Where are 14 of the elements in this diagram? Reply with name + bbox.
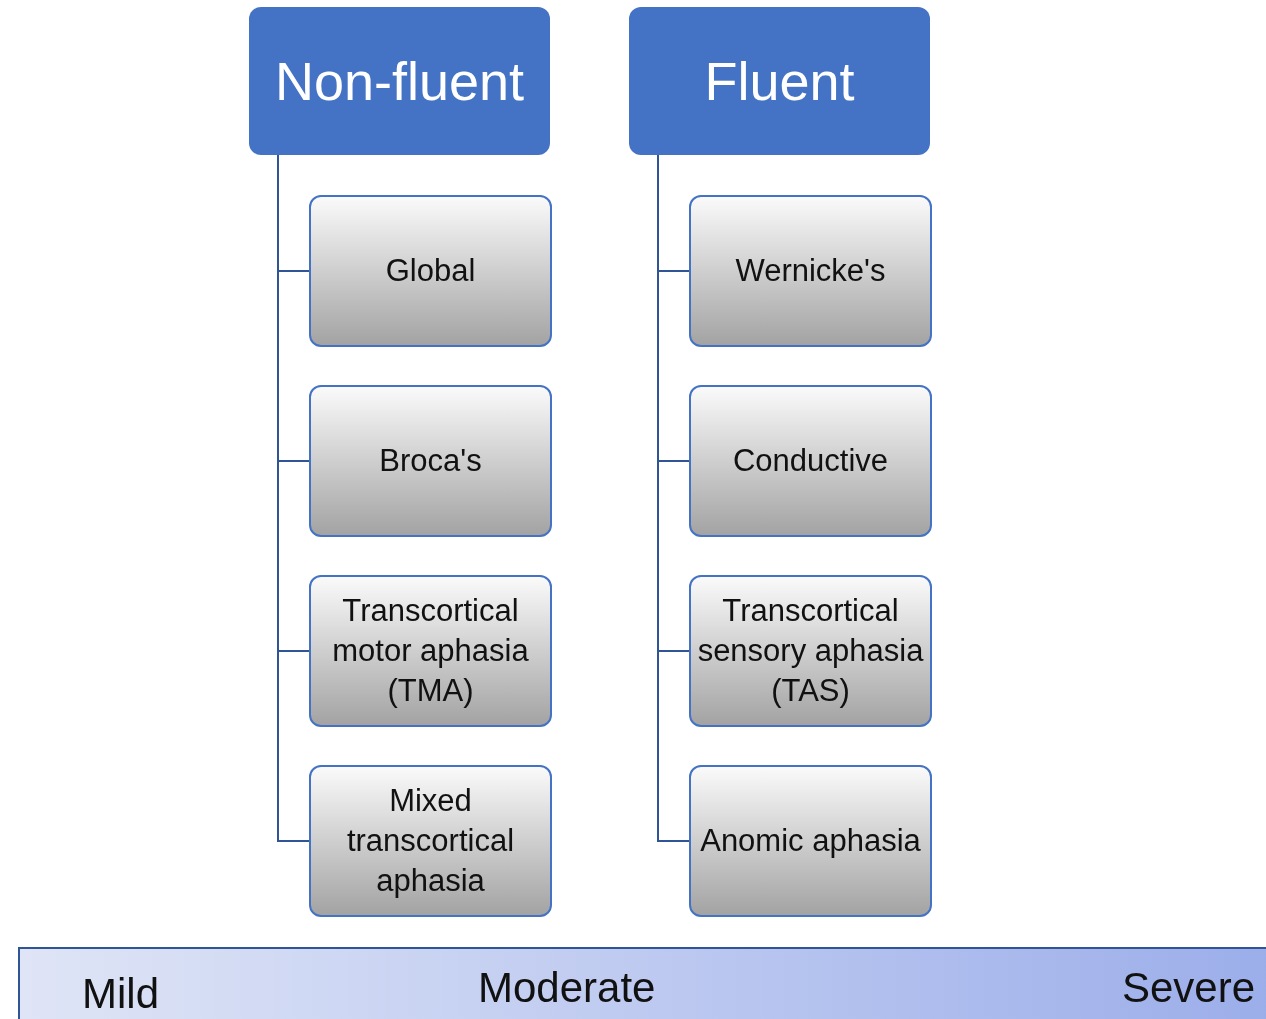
aphasia-type-box: Mixed transcortical aphasia [309,765,552,917]
aphasia-type-box: Transcortical motor aphasia (TMA) [309,575,552,727]
aphasia-type-box: Global [309,195,552,347]
severity-label: Moderate [478,964,656,1012]
aphasia-type-box: Anomic aphasia [689,765,932,917]
category-header: Non-fluent [249,7,550,155]
aphasia-type-box: Broca's [309,385,552,537]
aphasia-type-box: Transcortical sensory aphasia (TAS) [689,575,932,727]
aphasia-type-box: Conductive [689,385,932,537]
severity-label: Mild [82,970,159,1018]
severity-scale-bar [18,947,1266,1019]
category-header: Fluent [629,7,930,155]
severity-label: Severe [1122,964,1256,1012]
aphasia-type-box: Wernicke's [689,195,932,347]
